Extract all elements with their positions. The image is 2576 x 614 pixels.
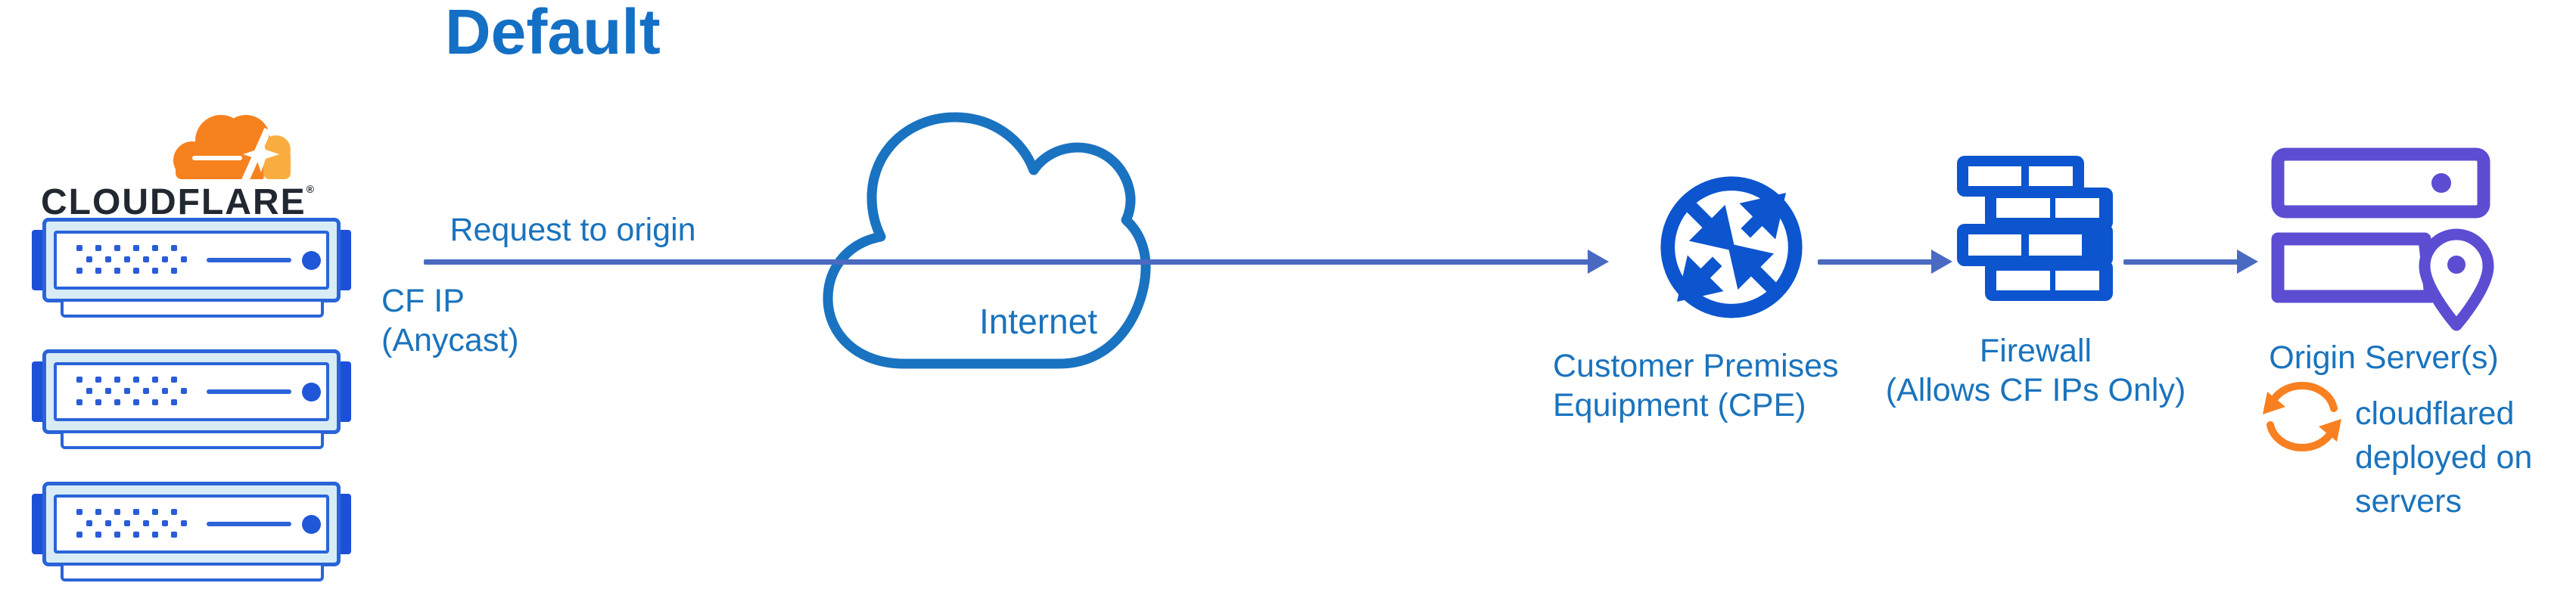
server-base-tray	[61, 566, 324, 581]
server-vents	[76, 377, 190, 407]
wordmark-text: CLOUDFLARE	[41, 182, 306, 222]
firewall-label-line1: Firewall	[1979, 333, 2092, 369]
server-chassis	[42, 349, 341, 434]
server-slot	[207, 258, 291, 262]
cloudflare-cloud-glyph	[173, 115, 291, 182]
server-slot	[207, 522, 291, 526]
request-to-origin-label: Request to origin	[450, 212, 696, 248]
arrowhead-to-origin	[2237, 250, 2258, 274]
cloudflared-note-line3: servers	[2355, 483, 2462, 519]
server-front-panel	[54, 362, 329, 421]
server-chassis	[42, 482, 341, 566]
server-front-panel	[54, 231, 329, 290]
cpe-router-icon	[1653, 169, 1810, 330]
server-power-led	[302, 514, 321, 534]
trademark-symbol: ®	[306, 183, 316, 195]
flow-line-firewall-to-origin	[2123, 259, 2238, 265]
arrowhead-to-cpe	[1588, 250, 1609, 274]
server-chassis	[42, 218, 341, 302]
server-front-panel	[54, 495, 329, 554]
firewall-label: Firewall (Allows CF IPs Only)	[1846, 331, 2225, 410]
cloudflare-edge-server-icon	[32, 349, 351, 449]
arrowhead-to-firewall	[1931, 250, 1952, 274]
sync-refresh-icon	[2258, 381, 2346, 456]
cpe-label-line2: Equipment (CPE)	[1553, 387, 1806, 423]
server-power-led	[302, 250, 321, 270]
server-power-led	[302, 382, 321, 402]
cf-ip-anycast-label: CF IP (Anycast)	[381, 281, 519, 360]
firewall-label-line2: (Allows CF IPs Only)	[1885, 372, 2186, 408]
cf-ip-line: CF IP	[381, 283, 465, 319]
cloudflared-note-line1: cloudflared	[2355, 395, 2515, 432]
origin-servers-label: Origin Server(s)	[2269, 340, 2499, 376]
cloudflare-edge-server-icon	[32, 482, 351, 581]
server-base-tray	[61, 302, 324, 318]
anycast-line: (Anycast)	[381, 322, 519, 358]
server-vents	[76, 509, 190, 539]
origin-servers-icon	[2270, 147, 2497, 338]
server-vents	[76, 245, 190, 275]
server-base-tray	[61, 433, 324, 449]
flow-line-cpe-to-firewall	[1818, 259, 1933, 265]
cloudflare-edge-server-icon	[32, 218, 351, 318]
internet-cloud-icon	[816, 108, 1152, 378]
cloudflared-note-line2: deployed on	[2355, 439, 2533, 476]
cpe-label-line1: Customer Premises	[1553, 348, 1839, 384]
firewall-brick-icon	[1957, 156, 2113, 306]
cloudflare-logo-icon	[170, 110, 291, 184]
cloudflared-note: cloudflared deployed on servers	[2355, 392, 2532, 523]
internet-label: Internet	[979, 302, 1097, 341]
flow-line-edge-to-cpe	[424, 259, 1589, 265]
cpe-label: Customer Premises Equipment (CPE)	[1553, 346, 1839, 425]
page-title: Default	[445, 0, 661, 67]
server-slot	[207, 389, 291, 394]
cloudflare-wordmark: CLOUDFLARE®	[41, 181, 316, 223]
